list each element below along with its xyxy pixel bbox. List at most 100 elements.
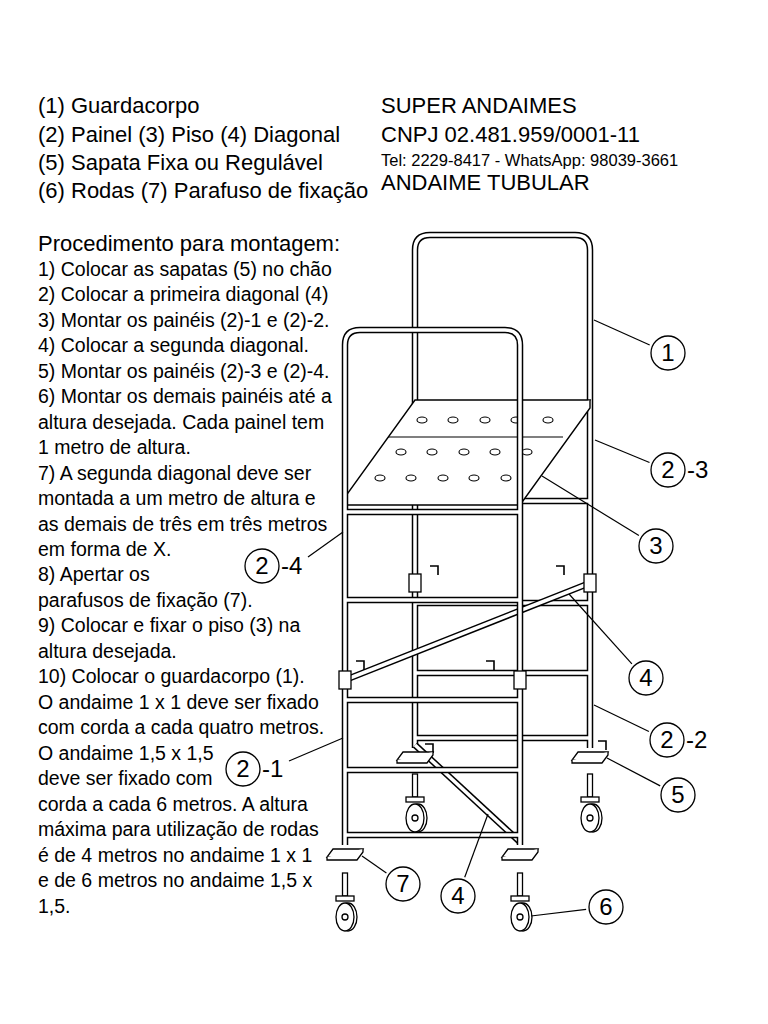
tube-core <box>345 330 520 845</box>
wheel <box>511 903 529 931</box>
wheel <box>336 903 354 931</box>
callout-number: 4 <box>628 660 664 696</box>
callout-number-text: 7 <box>385 866 421 902</box>
clip-hook <box>356 661 364 670</box>
part-legend-line: (1) Guardacorpo <box>38 93 199 119</box>
procedure-heading: Procedimento para montagem: <box>38 231 340 257</box>
wheel-fork <box>511 896 529 901</box>
clip-hook <box>486 661 494 670</box>
procedure-step: 10) Colocar o guardacorpo (1). <box>38 664 333 690</box>
callout-ring <box>226 752 260 786</box>
coupling-sleeve <box>514 671 526 689</box>
company-id: CNPJ 02.481.959/0001-11 <box>381 122 640 148</box>
callout-ring <box>661 778 695 812</box>
wheel-hub <box>412 815 418 821</box>
callout-number: 2-1 <box>225 751 285 787</box>
callout-suffix: -2 <box>686 722 707 758</box>
wheel-stem <box>343 873 348 896</box>
callout-ring <box>245 549 279 583</box>
plank-seam <box>388 436 563 437</box>
callout-number-text: 4 <box>628 660 664 696</box>
deck-hole <box>438 475 448 481</box>
callout-number-text: 6 <box>588 889 624 925</box>
coupling-sleeve <box>584 574 596 592</box>
leader-line <box>607 758 660 786</box>
leader-line <box>531 909 586 916</box>
callout-number: 2-3 <box>650 452 710 488</box>
procedure-step: 4) Colocar a segunda diagonal. <box>38 333 333 359</box>
company-name: SUPER ANDAIMES <box>381 93 577 119</box>
callout-suffix: -1 <box>262 751 283 787</box>
leader-line <box>362 856 386 873</box>
wheel-hub <box>517 914 523 920</box>
wheel-stem <box>588 774 593 797</box>
procedure-step: 9) Colocar e fixar o piso (3) na altura … <box>38 613 333 664</box>
callout-number: 4 <box>440 878 476 914</box>
procedure-step: 5) Montar os painéis (2)-3 e (2)-4. <box>38 359 333 385</box>
product-name: ANDAIME TUBULAR <box>381 170 590 196</box>
deck-hole <box>448 417 458 423</box>
deck-hole <box>469 475 479 481</box>
callout-number: 3 <box>638 528 674 564</box>
clip-hook <box>430 566 438 575</box>
procedure-step: 7) A segunda diagonal deve ser montada a… <box>38 461 333 563</box>
callout-number-text: 2 <box>650 452 686 488</box>
callout-ring <box>639 529 673 563</box>
callout-ring <box>651 453 685 487</box>
callout-number-text: 2 <box>244 548 280 584</box>
procedure-step: 6) Montar os demais painéis até a altura… <box>38 384 333 461</box>
tube-core <box>345 583 590 842</box>
leader-line <box>308 532 343 557</box>
deck-hole <box>501 475 511 481</box>
base-plate-edge <box>502 849 538 860</box>
procedure-step: 3) Montar os painéis (2)-1 e (2)-2. <box>38 308 333 334</box>
base-plate-edge <box>397 752 433 763</box>
leader-line <box>569 594 632 664</box>
callout-number: 2-2 <box>649 722 709 758</box>
platform-edge <box>345 400 590 505</box>
procedure-step: 2) Colocar a primeira diagonal (4) <box>38 282 333 308</box>
deck-hole <box>427 449 437 455</box>
callout-number-text: 3 <box>638 528 674 564</box>
coupling-sleeve <box>409 574 421 592</box>
deck-hole <box>396 449 406 455</box>
safety-note: O andaime 1 x 1 deve ser fixado com cord… <box>38 690 328 920</box>
leader-line <box>594 320 650 345</box>
clip-hook <box>556 566 564 575</box>
callout-number-text: 2 <box>225 751 261 787</box>
callout-ring <box>651 336 685 370</box>
wheel-fork <box>581 797 599 802</box>
part-legend-line: (6) Rodas (7) Parafuso de fixação <box>38 178 368 204</box>
deck-hole <box>417 417 427 423</box>
callout-number: 1 <box>650 335 686 371</box>
wheel <box>406 804 424 832</box>
callout-number-text: 4 <box>440 878 476 914</box>
procedure-step: 1) Colocar as sapatas (5) no chão <box>38 257 333 283</box>
tube-outline <box>345 583 590 842</box>
leader-line <box>289 738 343 761</box>
wheel-fork <box>336 896 354 901</box>
wheel-fork <box>406 797 424 802</box>
callout-number-text: 1 <box>650 335 686 371</box>
company-contact: Tel: 2229-8417 - WhatsApp: 98039-3661 <box>381 150 678 170</box>
wheel-hub <box>342 914 348 920</box>
clip-hook <box>598 741 606 750</box>
callout-suffix: -4 <box>281 548 302 584</box>
base-plate-edge <box>572 752 608 763</box>
callout-number-text: 5 <box>660 777 696 813</box>
callout-ring <box>589 890 623 924</box>
coupling-sleeve <box>339 671 351 689</box>
wheel <box>581 804 599 832</box>
deck-hole <box>543 417 553 423</box>
callout-number: 2-4 <box>244 548 304 584</box>
deck-hole <box>459 449 469 455</box>
wheel-hub <box>587 815 593 821</box>
callout-ring <box>629 661 663 695</box>
wheel-stem <box>413 774 418 797</box>
callout-number: 7 <box>385 866 421 902</box>
wheel-stem <box>518 873 523 896</box>
leader-line <box>542 476 639 536</box>
deck-hole <box>406 475 416 481</box>
deck-hole <box>490 449 500 455</box>
leader-line <box>594 705 649 732</box>
